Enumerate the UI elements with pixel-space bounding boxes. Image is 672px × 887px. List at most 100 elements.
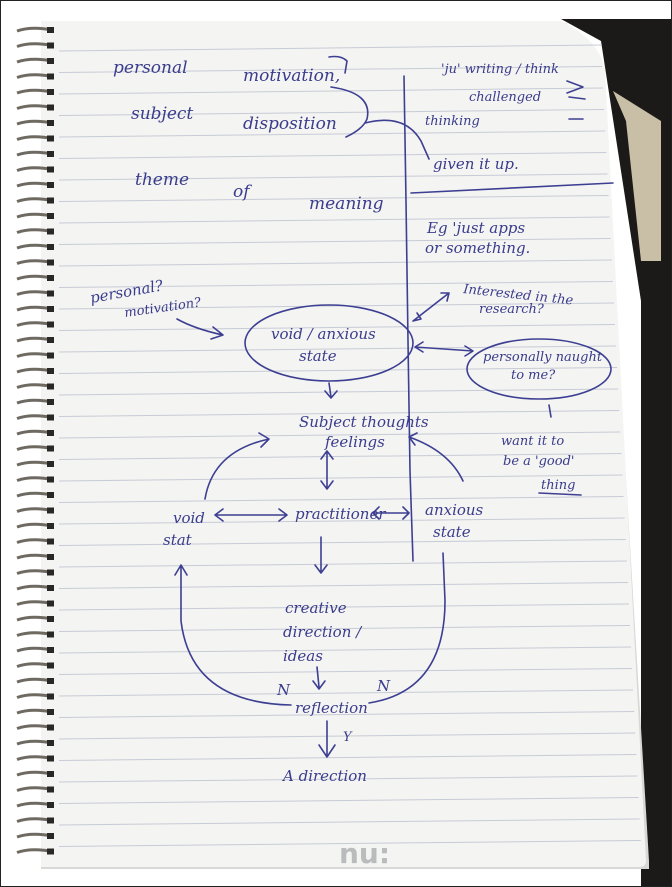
note-writing-think: 'ju' writing / think — [441, 62, 559, 77]
label-a-direction: A direction — [281, 767, 367, 785]
label-reflection: reflection — [295, 699, 368, 717]
spiral-hole — [47, 833, 54, 839]
loop-arrow-left-up — [204, 432, 270, 500]
label-to-me: to me? — [511, 368, 556, 383]
note-motivation: motivation, — [243, 66, 340, 86]
spiral-hole — [47, 616, 54, 622]
bold-arrow-down — [318, 720, 336, 758]
spiral-hole — [47, 492, 54, 498]
spiral-hole — [47, 709, 54, 715]
spiral-hole — [47, 213, 54, 219]
spiral-hole — [47, 27, 54, 33]
spiral-hole — [47, 569, 54, 576]
label-state: state — [299, 347, 337, 365]
spiral-hole — [47, 197, 54, 204]
double-arrow-vertical — [320, 450, 334, 490]
arrow-down-3 — [312, 666, 326, 690]
spiral-hole — [47, 445, 54, 452]
spiral-hole — [47, 135, 54, 142]
vertical-divider — [403, 75, 414, 562]
spiral-hole — [47, 104, 54, 111]
spiral-hole — [47, 755, 54, 762]
label-y: Y — [343, 730, 353, 745]
label-feelings: feelings — [324, 433, 385, 451]
note-of: of — [233, 182, 252, 202]
label-creative: creative — [285, 599, 347, 617]
note-given-up: given it up. — [433, 155, 519, 173]
note-disposition: disposition — [243, 114, 337, 134]
spiral-hole — [47, 848, 54, 855]
arrow-to-right-notes — [364, 119, 430, 160]
spiral-hole — [47, 259, 54, 266]
arrow-down-1 — [324, 382, 338, 399]
note-challenged: challenged — [469, 90, 541, 105]
spiral-binding — [16, 26, 54, 855]
spiral-hole — [47, 693, 54, 700]
label-stat: stat — [163, 531, 193, 549]
spiral-hole — [47, 244, 54, 250]
spiral-hole — [47, 337, 54, 343]
spiral-hole — [47, 523, 54, 529]
brand-logo: nu: — [339, 837, 390, 870]
double-arrow-right — [372, 506, 410, 520]
spiral-hole — [47, 120, 54, 126]
note-meaning: meaning — [309, 194, 384, 214]
arrow-down-2 — [314, 536, 328, 574]
spiral-hole — [47, 399, 54, 405]
note-thinking: thinking — [425, 114, 480, 129]
spiral-hole — [47, 42, 54, 49]
label-ideas: ideas — [283, 647, 323, 665]
label-subject-thoughts: Subject thoughts — [299, 413, 429, 431]
spiral-hole — [47, 554, 54, 560]
spiral-hole — [47, 786, 54, 793]
spiral-hole — [47, 600, 54, 607]
note-eg-just-apps: Eg 'just apps — [426, 219, 525, 237]
spiral-hole — [47, 724, 54, 731]
note-or-something: or something. — [425, 239, 530, 257]
loop-arrow-left-back — [174, 564, 292, 706]
note-subject: subject — [131, 104, 193, 124]
spiral-hole — [47, 647, 54, 653]
spiral-hole — [47, 321, 54, 328]
note-personal: personal — [113, 58, 188, 78]
spiral-hole — [47, 585, 54, 591]
arrow-to-void-anxious — [176, 318, 224, 340]
spiral-hole — [47, 802, 54, 808]
label-anxious: anxious — [425, 501, 484, 519]
ruled-lines — [58, 44, 641, 847]
underline-thing — [538, 492, 582, 496]
double-arrow-left — [214, 508, 288, 522]
spiral-hole — [47, 476, 54, 483]
spiral-hole — [47, 414, 54, 421]
spiral-hole — [47, 151, 54, 157]
spiral-hole — [47, 662, 54, 669]
label-direction: direction / — [283, 623, 363, 641]
label-n-right: N — [376, 677, 391, 695]
spiral-hole — [47, 430, 54, 436]
spiral-hole — [47, 228, 54, 235]
personally-ellipse — [466, 338, 612, 400]
spiral-hole — [47, 507, 54, 514]
label-want: want it to — [501, 434, 564, 449]
spiral-hole — [47, 678, 54, 684]
spiral-hole — [47, 166, 54, 173]
label-n-left: N — [276, 681, 291, 699]
label-void: void — [173, 509, 205, 527]
label-thing: thing — [541, 478, 575, 493]
spiral-hole — [47, 368, 54, 374]
note-theme: theme — [135, 170, 189, 190]
spiral-hole — [47, 461, 54, 467]
label-research: research? — [479, 302, 545, 317]
spiral-hole — [47, 182, 54, 188]
tick-line — [548, 404, 552, 418]
label-personally: personally naught — [483, 350, 603, 365]
spiral-hole — [47, 538, 54, 545]
question-mark-stroke — [328, 55, 348, 74]
arrow-to-personally — [414, 341, 474, 357]
loop-arrow-right-back — [368, 552, 446, 704]
spiral-hole — [47, 352, 54, 359]
spiral-hole — [47, 771, 54, 777]
label-good: be a 'good' — [503, 454, 574, 469]
